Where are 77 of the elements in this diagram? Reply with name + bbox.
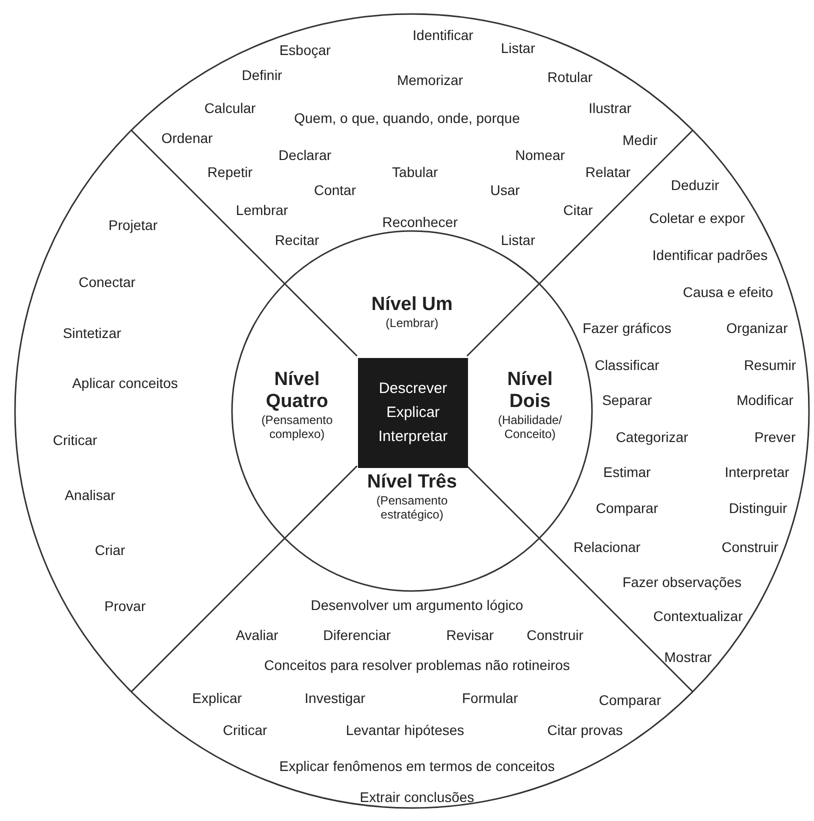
verb-label: Estimar: [603, 464, 651, 480]
verb-label: Diferenciar: [323, 627, 391, 643]
verb-label: Listar: [500, 232, 536, 248]
verb-label: Resumir: [744, 357, 796, 373]
verb-label: Mostrar: [664, 649, 712, 665]
verb-label: Esboçar: [279, 42, 331, 58]
verb-label: Lembrar: [236, 202, 288, 218]
verb-label: Construir: [526, 627, 584, 643]
verb-label: Organizar: [726, 320, 788, 336]
verb-label: Explicar fenômenos em termos de conceitos: [279, 758, 555, 774]
center-text: Descrever Explicar Interpretar: [377, 379, 449, 447]
verb-label: Comparar: [598, 692, 662, 708]
verb-label: Analisar: [64, 487, 116, 503]
verb-label: Definir: [242, 67, 282, 83]
verb-label: Construir: [722, 539, 778, 555]
verb-label: Nomear: [515, 147, 565, 163]
verb-label: Recitar: [274, 232, 320, 248]
verb-label: Causa e efeito: [682, 284, 774, 300]
level-subtitle: (Habilidade/ Conceito): [496, 412, 564, 442]
verb-label: Usar: [490, 182, 520, 198]
verb-label: Fazer observações: [622, 574, 742, 590]
verb-label: Aplicar conceitos: [72, 375, 178, 391]
center-box: [358, 358, 468, 468]
verb-label: Investigar: [304, 690, 366, 706]
level-title: Nível Um: [371, 294, 453, 316]
verb-label: Citar: [563, 202, 593, 218]
level-title: Nível Dois: [506, 368, 554, 412]
verb-label: Contextualizar: [653, 608, 743, 624]
verb-label: Ordenar: [161, 130, 213, 146]
verb-label: Identificar: [412, 27, 474, 43]
verb-label: Criticar: [222, 722, 268, 738]
verb-label: Quem, o que, quando, onde, porque: [294, 110, 520, 126]
verb-label: Relatar: [585, 164, 631, 180]
verb-label: Separar: [602, 392, 652, 408]
verb-label: Extrair conclusões: [360, 789, 474, 805]
verb-label: Formular: [462, 690, 518, 706]
verb-label: Categorizar: [616, 429, 688, 445]
level-subtitle: (Pensamento estratégico): [375, 494, 449, 522]
verb-label: Desenvolver um argumento lógico: [310, 597, 524, 613]
verb-label: Declarar: [278, 147, 332, 163]
verb-label: Ilustrar: [588, 100, 632, 116]
level-subtitle: (Pensamento complexo): [260, 412, 334, 442]
verb-label: Rotular: [547, 69, 593, 85]
verb-label: Comparar: [596, 500, 658, 516]
verb-label: Coletar e expor: [649, 210, 745, 226]
verb-label: Tabular: [392, 164, 438, 180]
level-title: Nível Três: [367, 472, 457, 494]
verb-label: Modificar: [736, 392, 794, 408]
verb-label: Distinguir: [728, 500, 788, 516]
verb-label: Calcular: [204, 100, 256, 116]
verb-label: Medir: [622, 132, 658, 148]
verb-label: Repetir: [207, 164, 253, 180]
level-subtitle: (Lembrar): [386, 316, 438, 330]
verb-label: Reconhecer: [382, 214, 458, 230]
verb-label: Avaliar: [236, 627, 278, 643]
verb-label: Deduzir: [670, 177, 720, 193]
verb-label: Memorizar: [396, 72, 464, 88]
verb-label: Fazer gráficos: [582, 320, 672, 336]
verb-label: Prever: [754, 429, 796, 445]
verb-label: Projetar: [108, 217, 158, 233]
verb-label: Citar provas: [547, 722, 623, 738]
verb-label: Criticar: [52, 432, 98, 448]
verb-label: Interpretar: [724, 464, 790, 480]
level-title: Nível Quatro: [264, 368, 330, 412]
verb-label: Relacionar: [574, 539, 640, 555]
verb-label: Sintetizar: [62, 325, 122, 341]
verb-label: Classificar: [594, 357, 660, 373]
verb-label: Explicar: [192, 690, 242, 706]
verb-label: Revisar: [446, 627, 494, 643]
verb-label: Provar: [104, 598, 146, 614]
verb-label: Conectar: [78, 274, 136, 290]
verb-label: Levantar hipóteses: [346, 722, 464, 738]
verb-label: Criar: [94, 542, 126, 558]
verb-label: Conceitos para resolver problemas não rotineiros: [264, 657, 570, 673]
verb-label: Contar: [314, 182, 356, 198]
verb-label: Listar: [500, 40, 536, 56]
verb-label: Identificar padrões: [652, 247, 768, 263]
